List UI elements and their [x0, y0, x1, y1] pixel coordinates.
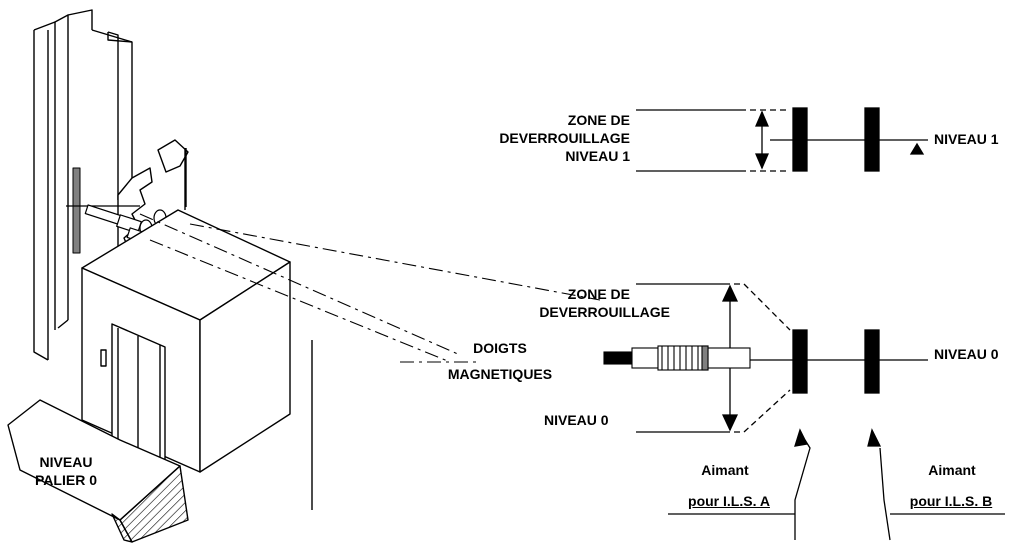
zone-deverrouillage-niveau1-line2: DEVERROUILLAGE [499, 130, 630, 146]
niveau-0-left-label: NIVEAU 0 [544, 412, 609, 428]
sensor-bracket [117, 139, 189, 259]
zone-deverrouillage-niveau1-line3: NIVEAU 1 [565, 148, 630, 164]
magnet-b-level1 [864, 107, 880, 172]
zone-deverrouillage-niveau0-line1: ZONE DE [567, 286, 630, 302]
aimant-b-line2: pour I.L.S. B [909, 493, 993, 509]
elevator-illustration [7, 9, 313, 543]
magnet-bar [72, 167, 81, 254]
niveau-1-label: NIVEAU 1 [934, 131, 999, 147]
doigts-magnetiques-line2: MAGNETIQUES [447, 366, 553, 382]
level-1-detail [636, 107, 928, 172]
magnet-a-level0 [792, 329, 808, 394]
niveau-palier-line1: NIVEAU [39, 454, 93, 470]
niveau-0-right-label: NIVEAU 0 [934, 346, 999, 362]
magnet-b-level0 [864, 329, 880, 394]
guide-rail [33, 9, 133, 361]
niveau-palier-line2: PALIER 0 [35, 472, 97, 488]
aimant-b-line1: Aimant [928, 462, 976, 478]
level-0-detail [603, 283, 1005, 541]
zone-deverrouillage-niveau0-line2: DEVERROUILLAGE [539, 304, 670, 320]
magnet-a-level1 [792, 107, 808, 172]
magnetic-sensor [603, 345, 751, 371]
aimant-a-line1: Aimant [701, 462, 749, 478]
doigts-magnetiques-line1: DOIGTS [473, 340, 527, 356]
projection-lines [139, 213, 601, 363]
zone-deverrouillage-niveau1-line1: ZONE DE [567, 112, 630, 128]
elevator-car [81, 209, 291, 473]
landing-floor [7, 399, 189, 543]
aimant-a-line2: pour I.L.S. A [688, 493, 770, 509]
